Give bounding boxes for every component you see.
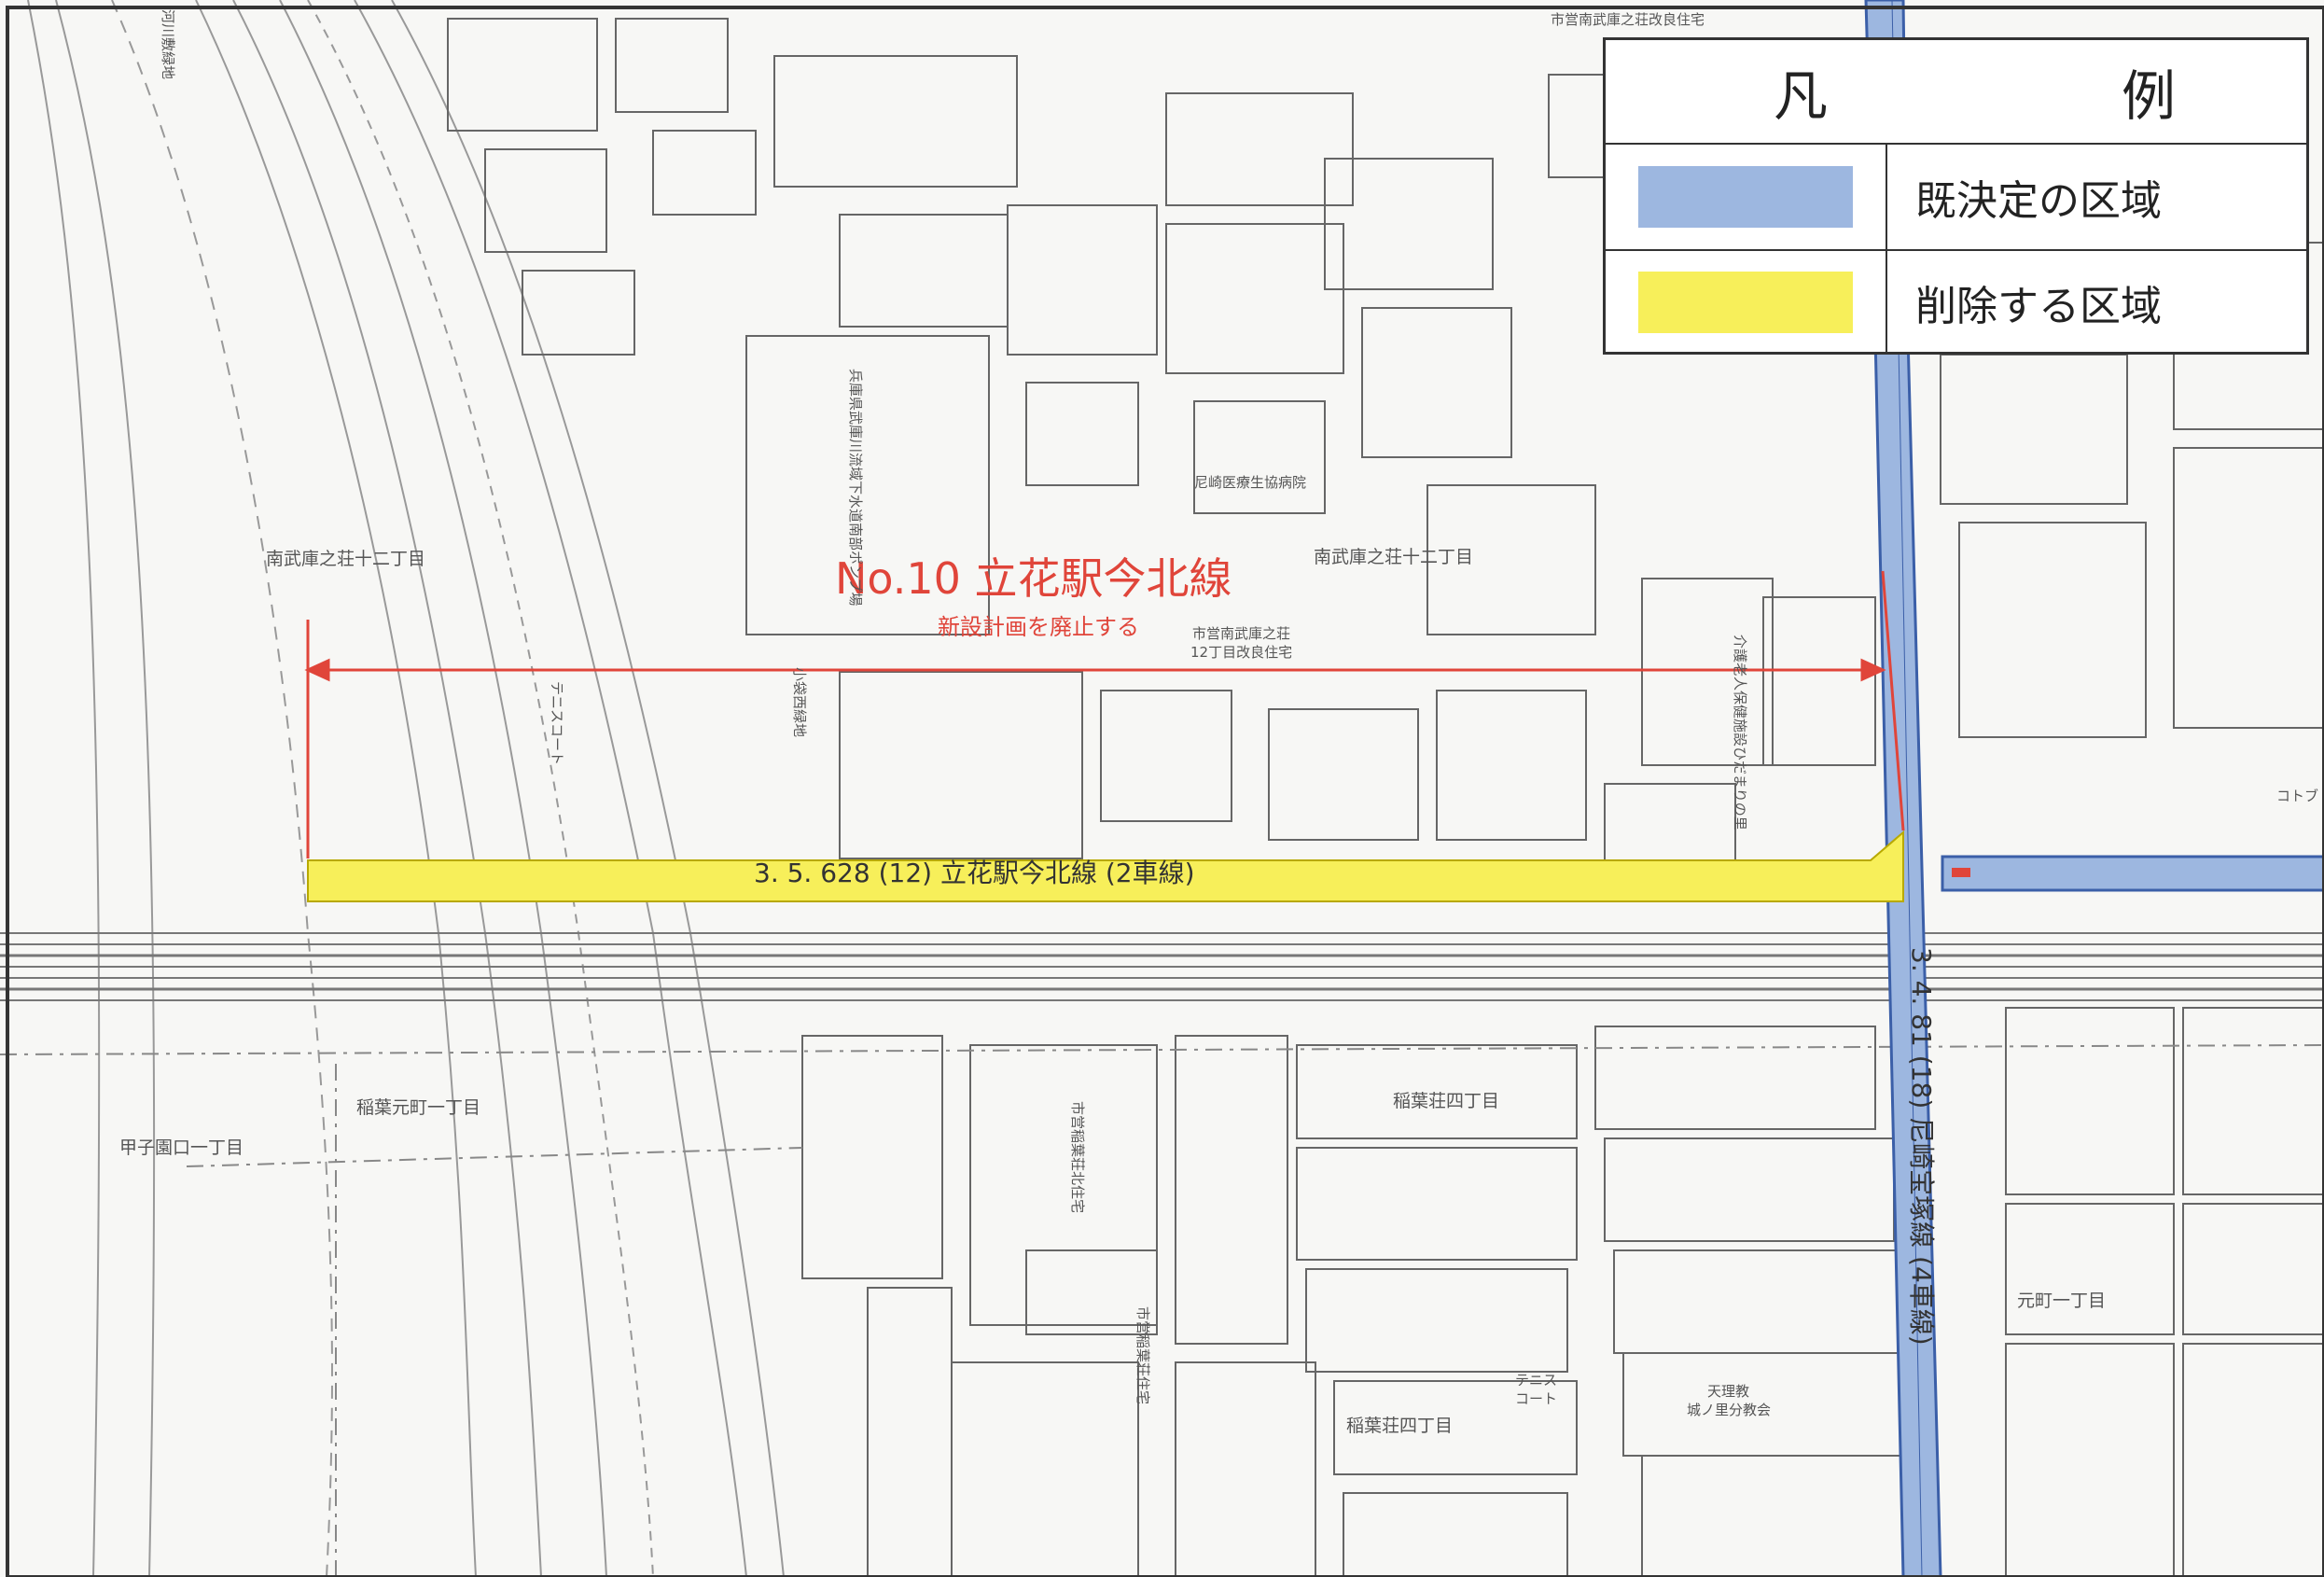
place-labels: 南武庫之荘十二丁目 南武庫之荘十二丁目 稲葉元町一丁目 甲子園口一丁目 稲葉荘四… bbox=[119, 9, 2318, 1436]
town-blocks-south bbox=[801, 1007, 2324, 1577]
place-label: 稲葉荘四丁目 bbox=[1346, 1416, 1453, 1436]
legend: 凡 例 既決定の区域 削除する区域 bbox=[1603, 37, 2309, 355]
map-frame bbox=[6, 6, 2324, 1577]
route-extent-arrow bbox=[304, 570, 1905, 858]
town-blocks bbox=[447, 18, 2324, 878]
legend-row-existing: 既決定の区域 bbox=[1606, 145, 2306, 249]
place-label: 甲子園口一丁目 bbox=[119, 1137, 244, 1158]
legend-swatch-cell bbox=[1606, 251, 1887, 354]
place-label: 稲葉荘四丁目 bbox=[1393, 1091, 1499, 1111]
legend-label-deleted: 削除する区域 bbox=[1915, 283, 2162, 330]
place-label: 市営南武庫之荘 bbox=[1192, 625, 1290, 642]
place-label: 元町一丁目 bbox=[2017, 1291, 2106, 1311]
legend-row-deleted: 削除する区域 bbox=[1606, 249, 2306, 354]
existing-road-east-north bbox=[1952, 868, 1970, 877]
place-label: 小袋西緑地 bbox=[791, 667, 808, 737]
place-label: 天理教 bbox=[1707, 1383, 1749, 1400]
place-label: 南武庫之荘十二丁目 bbox=[266, 549, 425, 569]
boundary-lines bbox=[0, 1044, 2324, 1577]
legend-swatch-existing bbox=[1638, 166, 1853, 228]
place-label: 市営稲葉荘住宅 bbox=[1134, 1306, 1151, 1404]
place-label: 市営南武庫之荘改良住宅 bbox=[1551, 11, 1705, 28]
legend-swatch-deleted bbox=[1638, 272, 1853, 333]
place-label: コトブ bbox=[2276, 788, 2318, 804]
place-label: 尼崎医療生協病院 bbox=[1194, 474, 1306, 491]
legend-swatch-cell bbox=[1606, 145, 1887, 249]
legend-title-left: 凡 bbox=[1774, 64, 1829, 128]
railway bbox=[0, 932, 2324, 1001]
route-subtitle: 新設計画を廃止する bbox=[938, 614, 1139, 640]
place-label: 兵庫県武庫川流域下水道南部ポンプ場 bbox=[847, 369, 864, 607]
legend-title: 凡 例 bbox=[1606, 40, 2306, 145]
place-label: 城ノ里分教会 bbox=[1687, 1402, 1771, 1418]
legend-title-right: 例 bbox=[2121, 64, 2176, 128]
place-label: 介護老人保健施設ひだまりの里 bbox=[1732, 635, 1748, 830]
existing-road-label: 3. 4. 81 (18) 尼崎宝塚線 (4車線) bbox=[1906, 947, 1937, 1346]
place-label: 南武庫之荘十二丁目 bbox=[1314, 547, 1473, 567]
place-label: テニス bbox=[1515, 1372, 1557, 1389]
legend-label-existing: 既決定の区域 bbox=[1915, 177, 2162, 225]
place-label: 河川敷緑地 bbox=[160, 9, 176, 79]
existing-road-east bbox=[1941, 855, 2324, 892]
place-label: 市営稲葉荘北住宅 bbox=[1069, 1101, 1086, 1213]
place-label: テニスコート bbox=[549, 681, 565, 765]
route-title: No.10 立花駅今北線 bbox=[835, 553, 1232, 604]
place-label: 稲葉元町一丁目 bbox=[356, 1097, 480, 1118]
place-label: 12丁目改良住宅 bbox=[1190, 644, 1292, 661]
deleted-road-segment bbox=[307, 830, 1904, 902]
deleted-road-label: 3. 5. 628 (12) 立花駅今北線 (2車線) bbox=[754, 858, 1195, 888]
place-label: コート bbox=[1515, 1390, 1557, 1407]
